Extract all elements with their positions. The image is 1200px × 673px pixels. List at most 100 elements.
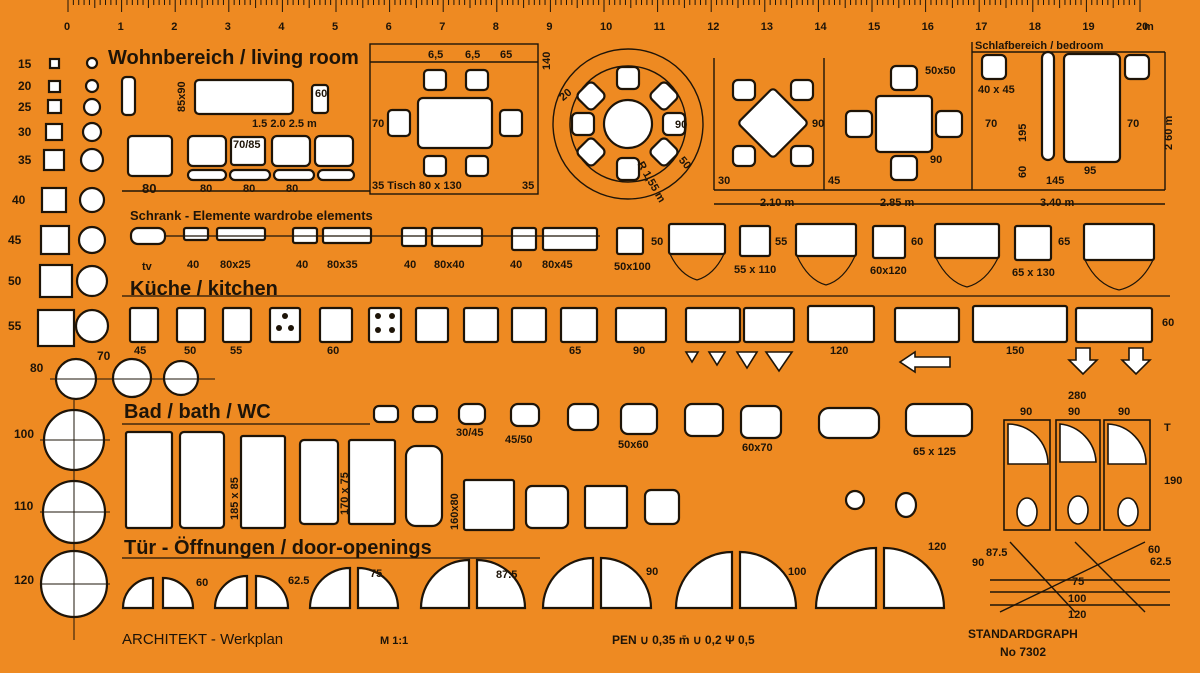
door-diagram-label: 100	[1068, 593, 1087, 605]
door-label: 62.5	[288, 575, 310, 587]
wardrobe-label: 55	[775, 236, 788, 248]
square-label: 45	[8, 233, 22, 247]
ruler-number: 3	[224, 21, 231, 33]
bath-label: 50x60	[618, 439, 649, 451]
door-diagram	[990, 541, 1170, 613]
wardrobe-label: 80x40	[434, 259, 465, 271]
wardrobe-label: 40	[187, 259, 200, 271]
kitchen-label: 90	[633, 345, 646, 357]
kitchen-label: 60	[1162, 317, 1175, 329]
kitchen-label: 150	[1006, 345, 1025, 357]
square-label: 55	[8, 319, 22, 333]
ruler-number: 13	[760, 21, 774, 33]
dim-label: 45	[828, 175, 841, 187]
ruler-unit: m	[1144, 21, 1154, 33]
dim-label: 6,5	[428, 49, 444, 61]
kitchen-label: 55	[230, 345, 243, 357]
ruler-number: 5	[332, 21, 339, 33]
dim-label: 2.10 m	[760, 197, 795, 209]
dim-label: 80	[286, 183, 299, 195]
wardrobe-label: 50	[651, 236, 664, 248]
dim-label: 3.40 m	[1040, 197, 1075, 209]
bath-label: 65 x 125	[913, 446, 956, 458]
door-diagram-label: 87.5	[986, 547, 1008, 559]
ruler-number: 7	[439, 21, 446, 33]
dim-label: 80	[142, 181, 157, 196]
section-bedroom: Schlafbereich / bedroom	[975, 40, 1104, 52]
dim-label: 50x50	[925, 65, 956, 77]
ruler-number: 15	[868, 21, 881, 33]
bath-label: 170 x 75	[339, 472, 351, 515]
door-label: 120	[928, 541, 947, 553]
dim-label: 90	[675, 119, 688, 131]
kitchen-shapes	[128, 304, 1154, 344]
circle-crosshair-lines	[40, 378, 215, 640]
model-number: No 7302	[1000, 645, 1047, 659]
dim-label: 140	[541, 51, 553, 70]
door-label: 100	[788, 566, 807, 578]
wardrobe-label: 55 x 110	[734, 264, 777, 276]
wc-cabins	[1003, 419, 1151, 531]
wardrobe-label: 60x120	[870, 265, 907, 277]
door-diagram-label: 120	[1068, 609, 1087, 621]
dim-label: 70	[985, 118, 998, 130]
square-label: 25	[18, 100, 32, 114]
dim-label: 60	[1017, 165, 1029, 178]
wardrobe-door-swings	[165, 235, 1154, 291]
ruler-number: 6	[385, 21, 392, 33]
dim-label: 70	[372, 118, 385, 130]
brand-left: ARCHITEKT - Werkplan	[122, 631, 284, 648]
wardrobe-label: 60	[911, 236, 924, 248]
bath-label: 90	[1068, 406, 1081, 418]
kitchen-label: 120	[830, 345, 849, 357]
dim-label: 2 60 m	[1163, 115, 1175, 150]
wardrobe-label: 80x25	[220, 259, 251, 271]
ruler-number: 9	[546, 21, 553, 33]
scale-code: M 1:1	[380, 635, 409, 647]
ruler-number: 12	[707, 21, 720, 33]
kitchen-label: 45	[134, 345, 147, 357]
door-diagram-label: 90	[972, 557, 985, 569]
dim-label: 35 Tisch 80 x 130	[372, 180, 462, 192]
ruler-number: 8	[492, 21, 499, 33]
dim-label: 60	[315, 88, 328, 100]
door-diagram-label: 62.5	[1150, 556, 1172, 568]
square-label: 15	[18, 57, 32, 71]
dim-label: 90	[812, 118, 825, 130]
section-kitchen: Küche / kitchen	[130, 278, 278, 300]
bath-label: 185 x 85	[229, 477, 241, 520]
section-bath: Bad / bath / WC	[124, 401, 271, 423]
dim-label: 195	[1017, 123, 1029, 142]
dim-label: 80	[200, 183, 213, 195]
pen-info: PEN ∪ 0,35 m̄ ∪ 0,2 Ψ 0,5	[612, 633, 755, 647]
header-rules	[122, 295, 1170, 559]
circle-label: 70	[97, 349, 111, 363]
wardrobe-label: tv	[142, 261, 152, 273]
dim-label: 65	[500, 49, 513, 61]
ruler-number: 1	[117, 21, 124, 33]
circle-label: 80	[30, 361, 44, 375]
dim-label: 30	[718, 175, 731, 187]
wardrobe-label: 40	[510, 259, 523, 271]
bath-label: 190	[1164, 475, 1183, 487]
door-diagram-label: 75	[1072, 576, 1085, 588]
kitchen-arrows	[684, 347, 1152, 376]
top-ruler	[67, 0, 1141, 12]
kitchen-label: 50	[184, 345, 197, 357]
ruler-number: 10	[600, 21, 613, 33]
bath-label: 280	[1068, 390, 1087, 402]
dim-label: 80	[243, 183, 256, 195]
wardrobe-label: 65 x 130	[1012, 267, 1055, 279]
ruler-number: 17	[975, 21, 988, 33]
bath-label: 45/50	[505, 434, 533, 446]
brand-right: STANDARDGRAPH	[968, 627, 1078, 641]
dim-label: 1.5 2.0 2.5 m	[252, 118, 317, 130]
door-openings	[121, 546, 946, 610]
door-label: 75	[370, 568, 383, 580]
circle-label: 110	[14, 499, 34, 513]
square-label: 50	[8, 274, 22, 288]
kitchen-marks	[276, 313, 395, 333]
bath-label: 90	[1118, 406, 1131, 418]
